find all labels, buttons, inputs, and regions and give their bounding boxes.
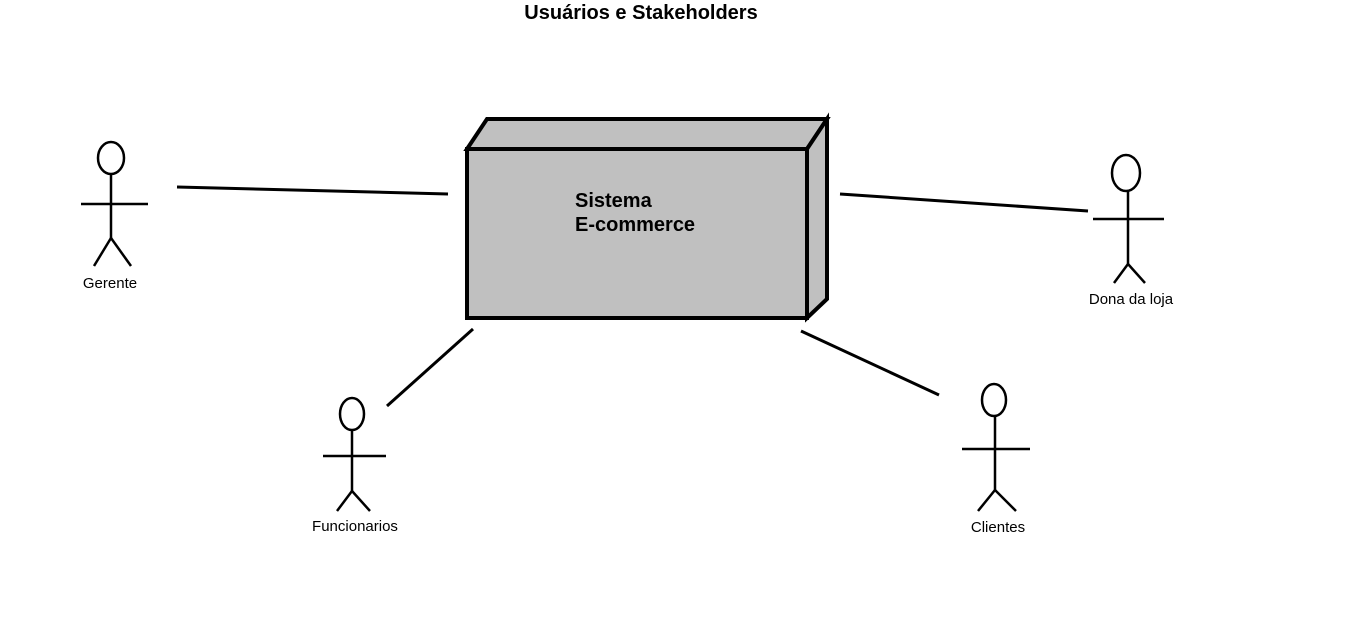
actor-label-clientes: Clientes	[971, 519, 1025, 536]
system-label-line1: Sistema	[575, 190, 653, 212]
actor-dona-da-loja: Dona da loja	[1089, 153, 1174, 308]
actor-label-dona-da-loja: Dona da loja	[1089, 291, 1174, 308]
system-label-line2: E-commerce	[575, 214, 695, 236]
system-box-side-face	[805, 112, 829, 323]
actor-funcionarios: Funcionarios	[312, 396, 398, 535]
stick-figure-icon	[81, 140, 148, 267]
system-box: Sistema E-commerce	[463, 112, 831, 323]
actor-label-funcionarios: Funcionarios	[312, 518, 398, 535]
actor-clientes: Clientes	[962, 382, 1030, 536]
system-box-front-face	[465, 147, 809, 320]
stick-figure-icon	[1093, 153, 1164, 284]
system-box-top-face	[463, 117, 831, 151]
association-clientes	[800, 329, 940, 397]
stick-figure-icon	[962, 382, 1030, 512]
actor-gerente: Gerente	[81, 140, 148, 292]
actor-label-gerente: Gerente	[83, 275, 137, 292]
association-funcionarios	[385, 327, 475, 408]
diagram-title: Usuários e Stakeholders	[524, 2, 757, 24]
association-dona-da-loja	[839, 192, 1089, 213]
association-gerente	[176, 185, 449, 196]
stick-figure-icon	[323, 396, 386, 512]
